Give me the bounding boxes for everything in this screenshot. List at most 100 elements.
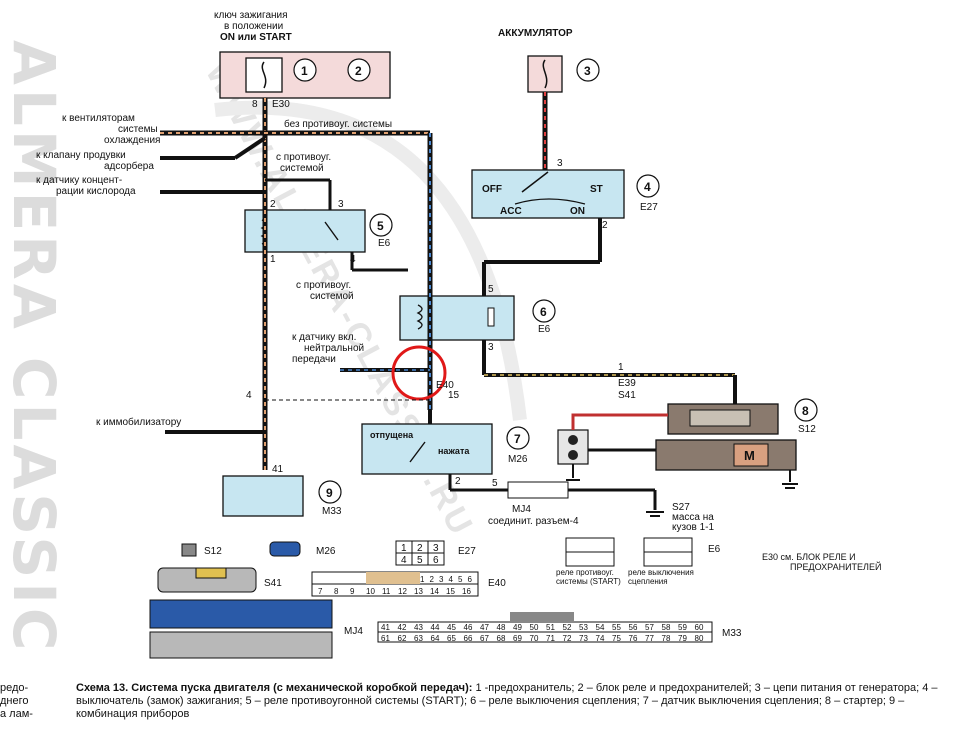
connector-m26: M26 <box>508 454 528 465</box>
callout-3 <box>576 58 600 82</box>
callout-6-text: 6 <box>540 305 547 319</box>
charging-terminal-1 <box>568 435 578 445</box>
label-fans-1: к вентиляторам <box>62 113 135 124</box>
switch-acc: ACC <box>500 206 522 217</box>
ignition-switch-4 <box>471 169 625 219</box>
e40-pin-3: 3 <box>439 575 444 584</box>
connector-e6: E6 <box>378 238 391 249</box>
ignition-key-label-1: ключ зажигания <box>214 10 288 21</box>
callout-5 <box>369 213 393 237</box>
m33-pin-68: 68 <box>497 634 506 643</box>
m33-pin-73: 73 <box>579 634 588 643</box>
legend-e40: E40 <box>488 578 506 589</box>
switch-on: ON <box>570 206 585 217</box>
m33-pin-41: 41 <box>381 623 390 632</box>
label-neutral-2: нейтральной <box>304 343 364 354</box>
pin-2-clutch: 2 <box>455 476 461 487</box>
m33-pin-44: 44 <box>431 623 440 632</box>
connector-m33: M33 <box>322 506 342 517</box>
clutch-switch-7 <box>361 423 493 475</box>
label-immo: к иммобилизатору <box>96 416 181 428</box>
m33-pin-61: 61 <box>381 634 390 643</box>
label-antitheft2-2: системой <box>310 291 354 302</box>
e40-pin-10: 10 <box>366 587 375 596</box>
label-purge-2: адсорбера <box>104 160 154 172</box>
legend-s12: S12 <box>204 546 222 557</box>
callout-2 <box>347 58 371 82</box>
relay-5-contact <box>324 221 339 241</box>
relay-6-contact <box>487 307 495 327</box>
m33-pin-69: 69 <box>513 634 522 643</box>
watermark: ALMERA CLASSIC <box>0 40 68 655</box>
pin-15: 15 <box>448 390 460 401</box>
pin-1-relay5: 1 <box>270 254 276 265</box>
wire-branch-purge-diag <box>233 136 267 160</box>
legend-relay-start-2: системы (START) <box>556 577 621 586</box>
battery-label: АККУМУЛЯТОР <box>498 28 573 39</box>
e27-pin-4: 4 <box>401 555 407 566</box>
m33-pin-63: 63 <box>414 634 423 643</box>
legend-relay-start <box>565 537 615 567</box>
m33-pin-77: 77 <box>645 634 654 643</box>
e40-pin-12: 12 <box>398 587 407 596</box>
legend-e27-grid: 1 2 3 4 5 6 <box>395 540 445 566</box>
pin-5-relay6: 5 <box>488 284 494 295</box>
figure-caption: Схема 13. Система пуска двигателя (с мех… <box>76 682 956 721</box>
callout-8-text: 8 <box>802 404 809 418</box>
connector-s41: S41 <box>618 390 636 401</box>
wire-charging-starter <box>571 413 668 430</box>
switch-off: OFF <box>482 184 502 195</box>
m33-pin-50: 50 <box>530 623 539 632</box>
e40-pin-5: 5 <box>458 575 463 584</box>
callout-7-text: 7 <box>514 432 521 446</box>
m33-pin-47: 47 <box>480 623 489 632</box>
pin-4-immo: 4 <box>246 390 252 401</box>
m33-pin-62: 62 <box>398 634 407 643</box>
m33-pin-74: 74 <box>596 634 605 643</box>
m33-pin-75: 75 <box>612 634 621 643</box>
label-antitheft2-1: с противоуг. <box>296 280 351 291</box>
legend-e40-grid <box>311 571 479 597</box>
m33-pin-48: 48 <box>497 623 506 632</box>
legend-s41-connector <box>157 567 257 593</box>
s27-label-2: масса на <box>672 512 714 523</box>
callout-4-text: 4 <box>644 180 651 194</box>
callout-5-text: 5 <box>377 219 384 233</box>
m33-pin-65: 65 <box>447 634 456 643</box>
pin-8: 8 <box>252 99 258 110</box>
e40-pin-9: 9 <box>350 587 355 596</box>
m33-pin-53: 53 <box>579 623 588 632</box>
m33-pin-46: 46 <box>464 623 473 632</box>
starter-motor <box>655 439 797 471</box>
s27-label-3: кузов 1-1 <box>672 522 715 533</box>
label-neutral-3: передачи <box>292 354 336 365</box>
caption-cut-left: редо- днего а лам- <box>0 682 50 721</box>
caption-cut-3: а лам- <box>0 708 33 720</box>
m33-pin-71: 71 <box>546 634 555 643</box>
m33-pin-43: 43 <box>414 623 423 632</box>
relay-6 <box>399 295 515 341</box>
callout-9 <box>318 480 342 504</box>
e27-pin-2: 2 <box>417 543 423 554</box>
m33-pin-67: 67 <box>480 634 489 643</box>
caption-cut-1: редо- <box>0 682 29 694</box>
switch-4-blade <box>521 171 549 193</box>
callout-4 <box>636 174 660 198</box>
label-antitheft1-1: с противоуг. <box>276 152 331 163</box>
m33-pin-56: 56 <box>629 623 638 632</box>
m33-pin-58: 58 <box>662 623 671 632</box>
e40-pin-16: 16 <box>462 587 471 596</box>
legend-relay-start-1: реле противоуг. <box>556 568 614 577</box>
e40-pin-15: 15 <box>446 587 455 596</box>
caption-cut-2: днего <box>0 695 29 707</box>
callout-1 <box>293 58 317 82</box>
legend-s12-icon <box>181 543 197 557</box>
s27-label: S27 <box>672 502 690 513</box>
e40-pin-13: 13 <box>414 587 423 596</box>
e27-pin-1: 1 <box>401 543 407 554</box>
connector-e6b: E6 <box>538 324 551 335</box>
legend-e30-note-2: ПРЕДОХРАНИТЕЛЕЙ <box>790 561 881 572</box>
mj4-connector-symbol <box>507 481 569 499</box>
m33-pin-52: 52 <box>563 623 572 632</box>
